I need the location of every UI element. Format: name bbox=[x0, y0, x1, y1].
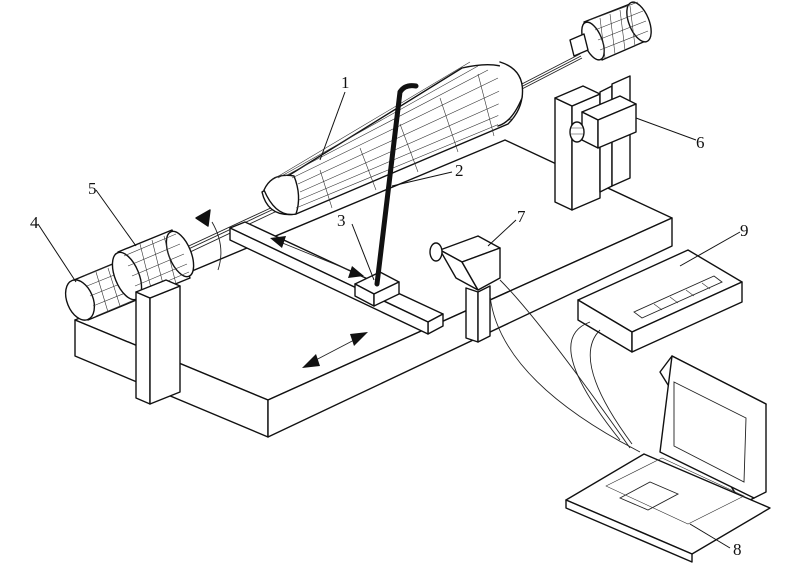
label-8: 8 bbox=[733, 540, 742, 559]
leader-lines bbox=[37, 91, 741, 549]
controller-box bbox=[577, 249, 743, 353]
label-5: 5 bbox=[88, 179, 97, 198]
label-2: 2 bbox=[455, 161, 464, 180]
right-chuck bbox=[569, 1, 652, 61]
label-6: 6 bbox=[696, 133, 705, 152]
part-labels: 1 2 3 4 5 6 7 8 9 bbox=[30, 73, 749, 559]
cables bbox=[489, 279, 641, 453]
motion-arrows bbox=[270, 236, 368, 368]
camera-6 bbox=[569, 95, 637, 149]
label-7: 7 bbox=[517, 207, 526, 226]
spinning-jet bbox=[374, 83, 419, 287]
left-stand bbox=[135, 279, 181, 405]
label-4: 4 bbox=[30, 213, 39, 232]
camera-7 bbox=[429, 235, 501, 343]
rotation-arrow bbox=[195, 209, 222, 271]
label-3: 3 bbox=[337, 211, 346, 230]
laptop bbox=[565, 355, 771, 563]
label-1: 1 bbox=[341, 73, 350, 92]
label-9: 9 bbox=[740, 221, 749, 240]
